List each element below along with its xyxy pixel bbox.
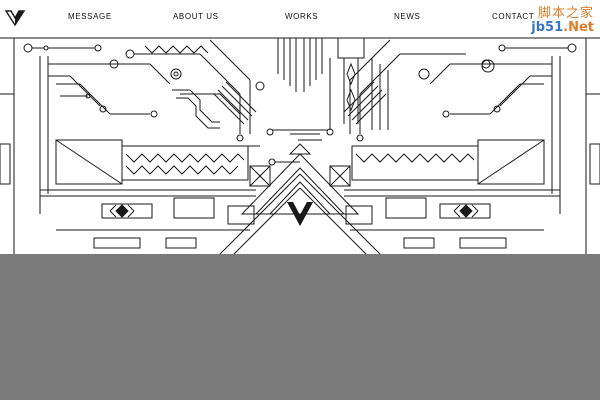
v-emblem-icon[interactable] — [287, 202, 313, 226]
left-zigzag-panel — [40, 139, 271, 197]
content-placeholder-block — [0, 254, 600, 400]
watermark-url: jb51.Net — [531, 20, 594, 35]
center-column — [277, 37, 389, 130]
nav-about-us[interactable]: ABOUT US — [173, 12, 219, 21]
left-circuit — [23, 39, 300, 214]
main-nav: MESSAGE ABOUT US WORKS NEWS CONTACT — [0, 12, 600, 26]
center-pyramid — [213, 133, 387, 260]
hero-line-art — [0, 37, 600, 260]
right-zigzag-panel — [329, 139, 560, 197]
frame-lines — [0, 37, 600, 260]
watermark-url-suffix: .Net — [563, 20, 594, 35]
watermark: 脚本之家 jb51.Net — [506, 2, 594, 38]
diamond-ornaments — [56, 197, 544, 249]
nav-news[interactable]: NEWS — [394, 12, 421, 21]
watermark-title: 脚本之家 — [537, 6, 594, 21]
right-circuit — [300, 39, 577, 214]
top-navigation-bar: MESSAGE ABOUT US WORKS NEWS CONTACT 脚本之家… — [0, 0, 600, 36]
nav-works[interactable]: WORKS — [285, 12, 319, 21]
v-logo-icon[interactable] — [4, 8, 26, 28]
nav-contact[interactable]: CONTACT — [492, 12, 535, 21]
watermark-url-prefix: jb51 — [531, 20, 564, 35]
nav-message[interactable]: MESSAGE — [68, 12, 112, 21]
